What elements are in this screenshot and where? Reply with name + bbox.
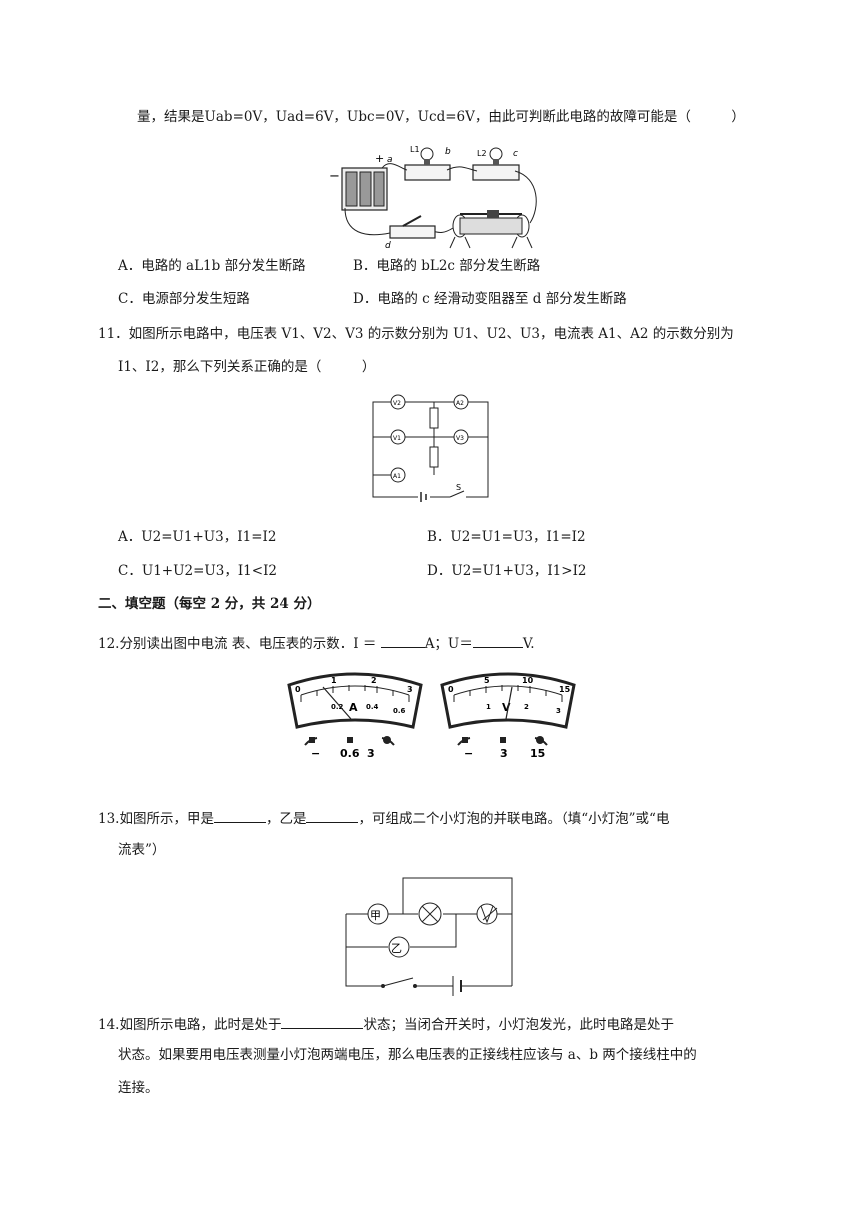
voltmeter-terminal-negative: − [464, 747, 473, 760]
q10-d-label: d [385, 241, 391, 251]
voltmeter-bottom-tick-3: 3 [556, 707, 561, 715]
voltmeter-top-tick-15: 15 [559, 685, 571, 694]
voltmeter-top-tick-0: 0 [448, 685, 454, 694]
q11-option-b: B．U2=U1=U3，I1=I2 [427, 529, 586, 545]
ammeter-top-tick-0: 0 [295, 685, 301, 694]
q10-c-label: c [513, 149, 518, 159]
section-2-heading: 二、填空题（每空 2 分，共 24 分） [98, 596, 321, 612]
q12-text-mid: A；U＝ [424, 636, 473, 652]
q11-v2-label: V2 [393, 400, 401, 407]
q10-option-a: A．电路的 aL1b 部分发生断路 [118, 258, 306, 274]
q13-text-suffix: ，可组成二个小灯泡的并联电路。（填“小灯泡”或“电 [358, 811, 670, 827]
voltmeter-terminal-15: 15 [530, 747, 545, 760]
q13-yi-blank[interactable] [306, 810, 359, 823]
q10-l2-label: L2 [477, 149, 487, 158]
q11-s-label: S [456, 483, 461, 492]
q10-minus-label: − [329, 169, 340, 184]
ammeter-top-tick-1: 1 [331, 676, 337, 685]
q14-text-suffix: 状态；当闭合开关时，小灯泡发光，此时电路是处于 [363, 1017, 674, 1033]
q12-text-prefix: 12.分别读出图中电流 表、电压表的示数．I ＝ [98, 636, 381, 652]
voltmeter-unit-label: V [502, 701, 511, 714]
q13-text-mid: ，乙是 [265, 811, 307, 827]
ammeter-terminal-3: 3 [367, 747, 375, 760]
q10-l1-label: L1 [410, 145, 420, 154]
q12-voltage-blank[interactable] [472, 635, 523, 648]
voltmeter-top-tick-5: 5 [484, 676, 490, 685]
q10-option-c: C．电源部分发生短路 [118, 291, 250, 307]
voltmeter-terminal-3: 3 [500, 747, 508, 760]
ammeter-bottom-tick-3: 0.6 [393, 707, 406, 715]
q13-yi-label: 乙 [391, 942, 402, 955]
voltmeter-top-tick-10: 10 [522, 676, 534, 685]
q14-text-line3: 连接。 [118, 1080, 159, 1096]
q12-text-suffix: V. [522, 636, 535, 652]
q14-text-line2: 状态。如果要用电压表测量小灯泡两端电压，那么电压表的正接线柱应该与 a、b 两个… [118, 1047, 697, 1063]
q10-plus-label: + [375, 152, 384, 165]
q11-option-c: C．U1+U2=U3，I1<I2 [118, 563, 278, 579]
q12-current-blank[interactable] [380, 635, 425, 648]
q10-text-tail: 量，结果是Uab=0V，Uad=6V，Ubc=0V，Ucd=6V，由此可判断此电… [137, 109, 745, 125]
voltmeter-bottom-tick-2: 2 [524, 703, 529, 711]
q10-b-label: b [445, 147, 451, 157]
q11-text-line2: I1、I2，那么下列关系正确的是（ ） [118, 359, 376, 375]
ammeter-top-tick-2: 2 [371, 676, 377, 685]
q13-text-prefix: 13.如图所示，甲是 [98, 811, 214, 827]
q14-text-prefix: 14.如图所示电路，此时是处于 [98, 1017, 282, 1033]
q12-ammeter-figure: 0 1 2 3 0.2 0.4 0.6 A − 0.6 3 [287, 672, 423, 760]
q10-circuit-figure: + a − L1 b L2 c d [329, 145, 537, 251]
q12-voltmeter-figure: 0 5 10 15 1 2 3 V − 3 15 [440, 672, 576, 760]
q13-text-line2: 流表”） [118, 842, 166, 858]
q11-text-line1: 11．如图所示电路中，电压表 V1、V2、V3 的示数分别为 U1、U2、U3，… [98, 326, 734, 342]
ammeter-bottom-tick-2: 0.4 [366, 703, 379, 711]
q11-circuit-figure: V2 A2 V1 V3 A1 S [372, 394, 489, 502]
q13-circuit-figure: 甲 乙 [345, 877, 513, 996]
q10-option-d: D．电路的 c 经滑动变阻器至 d 部分发生断路 [353, 291, 627, 307]
q11-a2-label: A2 [456, 400, 464, 407]
q11-v3-label: V3 [456, 435, 464, 442]
ammeter-terminal-negative: − [311, 747, 320, 760]
q10-option-b: B．电路的 bL2c 部分发生断路 [353, 258, 541, 274]
q11-a1-label: A1 [393, 473, 401, 480]
ammeter-top-tick-3: 3 [407, 685, 413, 694]
q10-a-label: a [387, 155, 393, 165]
q11-option-d: D．U2=U1+U3，I1>I2 [427, 563, 587, 579]
q13-jia-label: 甲 [370, 909, 381, 922]
q13-jia-blank[interactable] [213, 810, 266, 823]
voltmeter-bottom-tick-1: 1 [486, 703, 491, 711]
ammeter-bottom-tick-1: 0.2 [331, 703, 344, 711]
q11-option-a: A．U2=U1+U3，I1=I2 [118, 529, 277, 545]
q11-v1-label: V1 [393, 435, 401, 442]
ammeter-unit-label: A [349, 701, 358, 714]
q14-state-blank[interactable] [281, 1016, 364, 1029]
ammeter-terminal-0.6: 0.6 [340, 747, 360, 760]
